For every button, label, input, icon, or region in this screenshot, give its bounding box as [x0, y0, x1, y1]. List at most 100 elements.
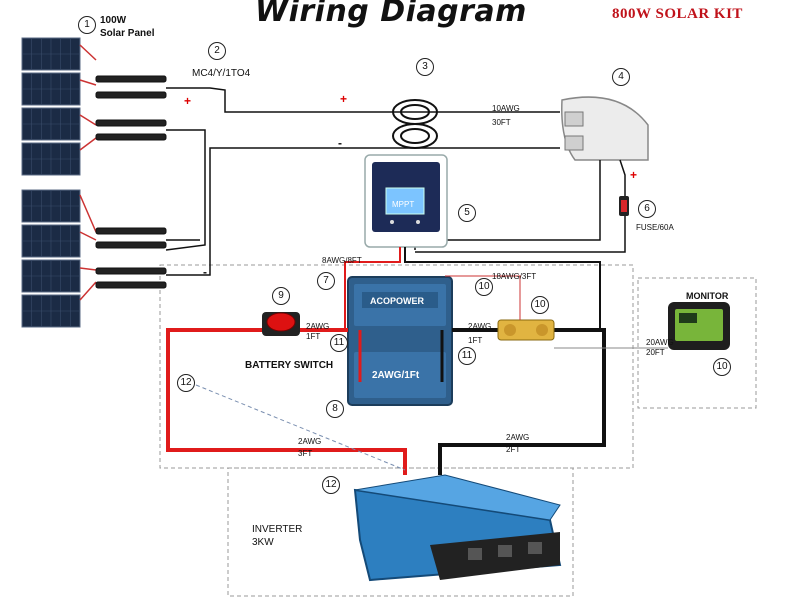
callout-12-a: 12: [177, 374, 195, 392]
battery-switch-label: BATTERY SWITCH: [245, 360, 334, 371]
cable-coil-bottom: [392, 123, 438, 149]
battery-switch-knob: [266, 312, 296, 332]
minus-sign-line: -: [338, 136, 342, 150]
callout-12-b: 12: [322, 476, 340, 494]
shunt: [497, 319, 555, 341]
inverter-top: [354, 474, 561, 521]
branch-connector-6: [95, 241, 167, 249]
shunt-terminal-1: [504, 324, 516, 336]
controller-positive-wire: [344, 247, 401, 330]
cable-coil-bottom-inner: [400, 128, 430, 144]
callout-10-b: 10: [531, 296, 549, 314]
battery-unit-bottom: [354, 352, 446, 398]
callout-7: 7: [317, 272, 335, 290]
pv-combine-line-1: [165, 129, 206, 251]
callout-8: 8: [326, 400, 344, 418]
callout-11-b: 11: [458, 347, 476, 365]
cable-coils: [392, 99, 438, 149]
inverter-dashed-guide: [195, 384, 406, 471]
callout-1: 1: [78, 16, 96, 34]
inverter-negative-length: 2FT: [506, 445, 521, 454]
cable-coil-top-inner: [400, 104, 430, 120]
switch-cable-length: 1FT: [306, 332, 321, 341]
callout-11-a: 11: [330, 334, 348, 352]
panel-label-wattage: 100W: [100, 15, 127, 26]
controller-display: [385, 187, 425, 215]
monitor-cable-length: 20FT: [646, 348, 665, 357]
inverter-face: [430, 532, 560, 580]
shunt-terminal-2: [536, 324, 548, 336]
mppt-controller: [364, 154, 448, 248]
battery-switch: [262, 312, 300, 336]
branch-connector-1: [95, 75, 167, 83]
callout-3: 3: [416, 58, 434, 76]
inverter-label-name: INVERTER: [252, 524, 303, 535]
inverter-zone-dashed-box: [227, 467, 574, 597]
branch-connector-5: [95, 227, 167, 235]
panel-label-name: Solar Panel: [100, 28, 155, 39]
cable-10awg-gauge: 10AWG: [492, 104, 520, 113]
plus-sign-fuse: +: [630, 168, 638, 182]
inverter-label-power: 3KW: [252, 537, 274, 548]
cable-18awg-label: 18AWG/3FT: [492, 272, 537, 281]
switch-cable-gauge: 2AWG: [306, 322, 330, 331]
inverter-negative-gauge: 2AWG: [506, 433, 530, 442]
inverter-positive-wire: [166, 328, 407, 475]
battery-brand-plate: [362, 292, 438, 308]
entry-gland-port-2: [564, 135, 584, 151]
entry-gland-body: [561, 96, 649, 161]
branch-connector-3: [95, 119, 167, 127]
branch-label: MC4/Y/1TO4: [192, 68, 251, 79]
controller-button-1: [390, 220, 394, 224]
monitor-cable-gauge: 20AWG: [646, 338, 674, 347]
controller-button-2: [416, 220, 420, 224]
shunt-signal-wire: [445, 275, 521, 320]
inverter-negative-wire: [438, 328, 606, 475]
fuse-element: [621, 200, 627, 212]
inline-fuse: [619, 196, 629, 216]
monitor-readout: [679, 313, 697, 323]
inverter-outlet-2: [498, 545, 512, 557]
inverter-outlet-3: [528, 542, 542, 554]
cable-10awg-length: 30FT: [492, 118, 511, 127]
callout-6: 6: [638, 200, 656, 218]
entry-gland-port-1: [564, 111, 584, 127]
shunt-cable-gauge: 2AWG: [468, 322, 492, 331]
battery-brand: ACOPOWER: [370, 296, 424, 306]
cable-entry-gland: [561, 96, 649, 161]
controller-cable-label: 8AWG/8FT: [322, 256, 362, 265]
branch-connector-7: [95, 267, 167, 275]
shunt-cable-length: 1FT: [468, 336, 483, 345]
inverter-unit: [353, 474, 562, 582]
inverter-outlet-1: [468, 548, 482, 560]
panel-lead-red-top: [79, 44, 97, 151]
battery-monitor: [668, 302, 730, 350]
plus-sign-line: +: [340, 92, 348, 106]
monitor-label: MONITOR: [686, 291, 729, 301]
pv-negative-line: [166, 147, 560, 276]
branch-connector-2: [95, 91, 167, 99]
battery-bank: [347, 276, 453, 406]
minus-sign-pv: -: [203, 265, 207, 279]
controller-brand: MPPT: [392, 200, 415, 209]
fuse-label: FUSE/60A: [636, 223, 674, 232]
callout-5: 5: [458, 204, 476, 222]
callout-4: 4: [612, 68, 630, 86]
panel-lead-red-bottom: [79, 194, 97, 301]
inverter-positive-length: 3FT: [298, 449, 313, 458]
callout-10-c: 10: [713, 358, 731, 376]
battery-jumper-label: 2AWG/1Ft: [372, 370, 420, 381]
page-title: Wiring Diagram: [255, 0, 527, 29]
callout-10-a: 10: [475, 278, 493, 296]
kit-label: 800W SOLAR KIT: [612, 6, 743, 22]
monitor-zone-dashed-box: [637, 277, 757, 409]
inverter-positive-gauge: 2AWG: [298, 437, 322, 446]
controller-negative-wire: [404, 247, 601, 330]
pv-positive-line: [166, 87, 560, 113]
branch-connector-8: [95, 281, 167, 289]
callout-9: 9: [272, 287, 290, 305]
solar-panel-array: [21, 37, 81, 328]
callout-2: 2: [208, 42, 226, 60]
branch-connector-group: [95, 75, 167, 289]
